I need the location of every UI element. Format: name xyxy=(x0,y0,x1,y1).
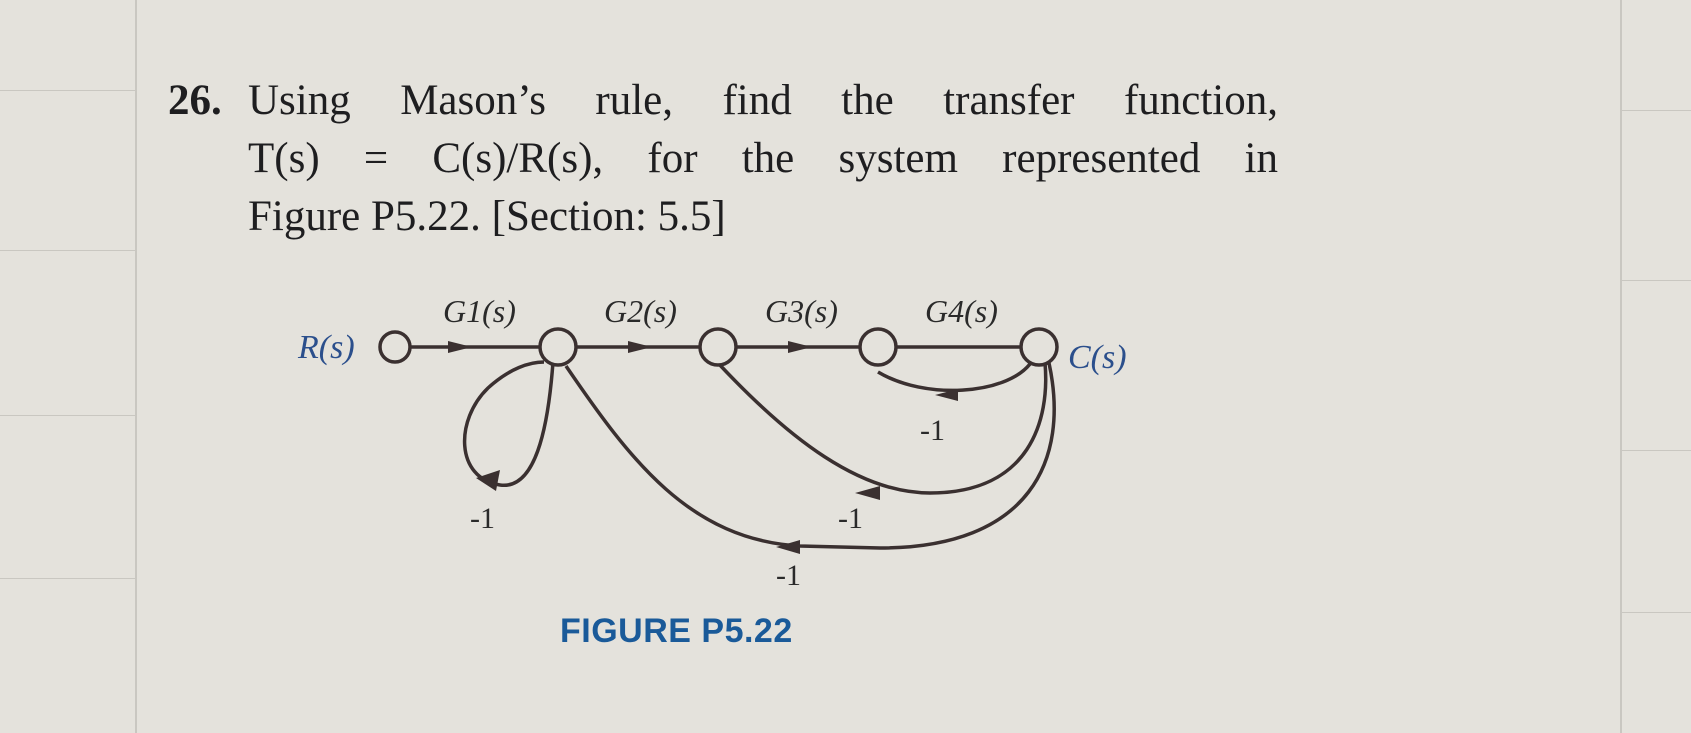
problem-line-3: Figure P5.22. [Section: 5.5] xyxy=(248,193,726,240)
background-line xyxy=(0,415,135,416)
input-label: R(s) xyxy=(297,329,355,366)
figure-caption: FIGURE P5.22 xyxy=(560,612,793,650)
arrow-loop-g2g3g4 xyxy=(776,540,800,554)
feedback-label-node1: -1 xyxy=(470,502,495,535)
graph-branches xyxy=(410,345,1056,550)
node-input xyxy=(378,330,412,364)
background-line xyxy=(1620,0,1622,733)
arrow-loop-g3g4 xyxy=(855,486,880,500)
feedback-label-g4: -1 xyxy=(920,414,945,447)
background-line xyxy=(0,578,135,579)
background-line xyxy=(1622,450,1691,451)
problem-number: 26. xyxy=(168,77,222,124)
background-line xyxy=(135,0,137,733)
loop-node1 xyxy=(462,360,555,487)
node-2 xyxy=(698,327,738,367)
loop-g4 xyxy=(877,362,1032,393)
feedback-label-g3g4: -1 xyxy=(838,502,863,535)
arrow-loop-node1 xyxy=(476,470,500,491)
background-line xyxy=(0,250,135,251)
gain-label-g2: G2(s) xyxy=(604,293,677,329)
background-line xyxy=(0,90,135,91)
graph-nodes xyxy=(378,327,1059,367)
arrow-g1 xyxy=(448,341,472,353)
output-label: C(s) xyxy=(1068,339,1127,376)
feedback-label-g2g3g4: -1 xyxy=(776,559,801,592)
problem-line-2: T(s) = C(s)/R(s), for the system represe… xyxy=(248,135,1278,182)
problem-line-1: Using Mason’s rule, find the transfer fu… xyxy=(248,77,1278,124)
arrow-g2 xyxy=(628,341,652,353)
arrow-g3 xyxy=(788,341,812,353)
node-3 xyxy=(858,327,898,367)
gain-label-g3: G3(s) xyxy=(765,293,838,329)
gain-label-g1: G1(s) xyxy=(443,293,516,329)
node-output xyxy=(1019,327,1059,367)
background-line xyxy=(1622,110,1691,111)
loop-g3g4 xyxy=(716,361,1048,495)
loop-g2g3g4 xyxy=(564,362,1056,550)
gain-label-g4: G4(s) xyxy=(925,293,998,329)
background-line xyxy=(1622,280,1691,281)
background-line xyxy=(1622,612,1691,613)
arrow-loop-g4 xyxy=(935,389,958,401)
node-1 xyxy=(538,327,578,367)
arrowheads xyxy=(448,341,958,554)
